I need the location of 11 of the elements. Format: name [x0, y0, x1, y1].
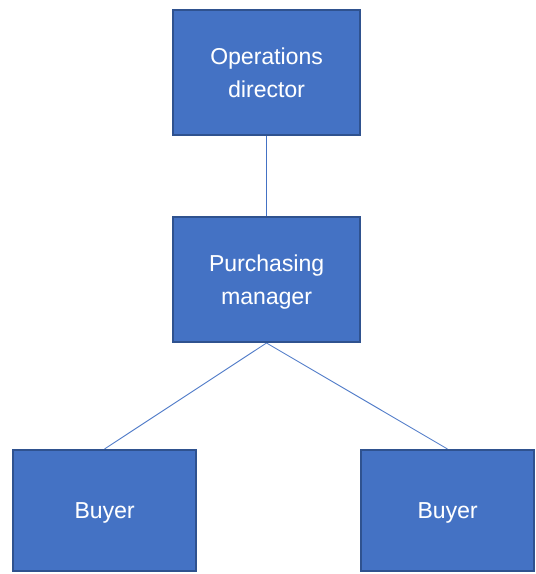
role-box: [360, 449, 535, 572]
role-box: [12, 449, 197, 572]
role-box: [172, 9, 361, 136]
role-title: Buyer: [73, 496, 136, 526]
role-title: Buyer: [416, 496, 479, 526]
connector-line: [266, 136, 267, 216]
role-box: [172, 216, 361, 343]
role-title: Purchasing manager: [208, 249, 326, 311]
connector-line: [266, 342, 448, 450]
role-title: Operations director: [209, 42, 324, 104]
connector-line: [104, 342, 267, 450]
